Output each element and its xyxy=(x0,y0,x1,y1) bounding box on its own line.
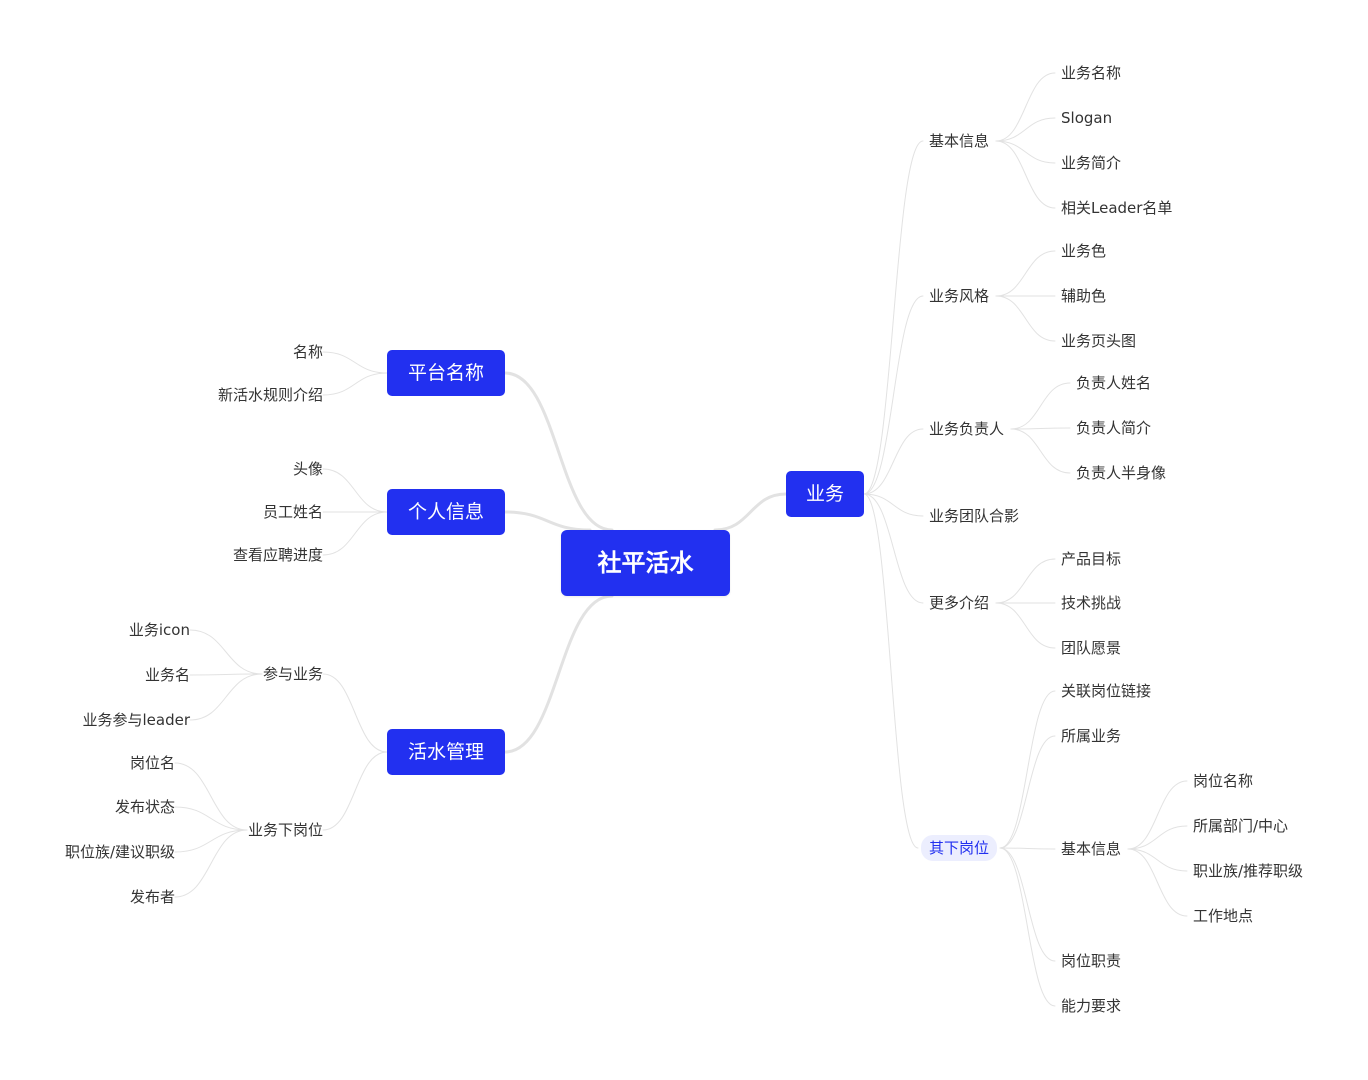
link-more-leaf-2 xyxy=(995,602,1056,649)
sub-team-photo[interactable]: 业务团队合影 xyxy=(929,507,1020,525)
sub-business-positions[interactable]: 业务下岗位 xyxy=(247,821,323,839)
leaf-header-image[interactable]: 业务页头图 xyxy=(1061,332,1137,350)
leaf-business-name[interactable]: 业务名 xyxy=(144,666,190,684)
sub-positions-under[interactable]: 其下岗位 xyxy=(921,835,998,861)
leaf-owner-intro[interactable]: 负责人简介 xyxy=(1076,419,1152,437)
link-pos-basic-leaf-0 xyxy=(1127,780,1188,850)
link-manage-positions xyxy=(322,751,388,831)
leaf-team-vision[interactable]: 团队愿景 xyxy=(1061,639,1122,657)
leaf-owner-name[interactable]: 负责人姓名 xyxy=(1076,374,1152,392)
leaf-slogan[interactable]: Slogan xyxy=(1061,109,1113,127)
leaf-publisher[interactable]: 发布者 xyxy=(129,888,175,906)
link-personal-avatar xyxy=(322,468,388,513)
branch-huoshui-manage[interactable]: 活水管理 xyxy=(387,729,505,775)
leaf-rules-intro[interactable]: 新活水规则介绍 xyxy=(217,386,323,404)
link-platform-name xyxy=(322,351,388,374)
link-pos-publisher xyxy=(174,829,248,898)
leaf-owning-business[interactable]: 所属业务 xyxy=(1061,727,1122,745)
link-owner-leaf-0 xyxy=(1010,382,1071,430)
leaf-owner-photo[interactable]: 负责人半身像 xyxy=(1076,464,1167,482)
link-manage-joined xyxy=(322,673,388,753)
root-node[interactable]: 社平活水 xyxy=(561,530,730,596)
leaf-publish-status[interactable]: 发布状态 xyxy=(114,798,175,816)
link-platform-rules xyxy=(322,372,388,396)
link-root-personal xyxy=(503,510,592,532)
leaf-business-title[interactable]: 业务名称 xyxy=(1061,64,1122,82)
link-business-more xyxy=(863,493,924,604)
link-business-team xyxy=(863,493,924,517)
link-pos-basic-leaf-1 xyxy=(1127,825,1188,850)
link-style-leaf-2 xyxy=(995,295,1056,342)
link-root-business xyxy=(713,492,788,532)
link-business-style xyxy=(863,295,924,495)
link-positions-child-4 xyxy=(999,847,1056,1007)
link-basic-leaf-2 xyxy=(995,140,1056,164)
leaf-avatar[interactable]: 头像 xyxy=(292,460,323,478)
leaf-career-family-level[interactable]: 职业族/推荐职级 xyxy=(1193,862,1304,880)
branch-personal-info[interactable]: 个人信息 xyxy=(387,489,505,535)
leaf-business-leader[interactable]: 业务参与leader xyxy=(82,711,190,729)
link-positions-child-1 xyxy=(999,735,1056,849)
branch-business[interactable]: 业务 xyxy=(786,471,864,517)
link-joined-icon xyxy=(189,629,263,675)
link-positions-child-2 xyxy=(999,847,1056,850)
link-personal-progress xyxy=(322,511,388,556)
link-pos-basic-leaf-3 xyxy=(1127,848,1188,917)
leaf-business-icon[interactable]: 业务icon xyxy=(128,621,190,639)
leaf-application-progress[interactable]: 查看应聘进度 xyxy=(232,546,323,564)
sub-basic-info[interactable]: 基本信息 xyxy=(929,132,990,150)
leaf-work-location[interactable]: 工作地点 xyxy=(1193,907,1254,925)
leaf-ability-requirements[interactable]: 能力要求 xyxy=(1061,997,1122,1015)
leaf-position-name[interactable]: 岗位名 xyxy=(129,754,175,772)
leaf-secondary-color[interactable]: 辅助色 xyxy=(1061,287,1107,305)
leaf-tech-challenge[interactable]: 技术挑战 xyxy=(1061,594,1122,612)
link-positions-child-3 xyxy=(999,847,1056,962)
sub-more-intro[interactable]: 更多介绍 xyxy=(929,594,990,612)
leaf-leader-list[interactable]: 相关Leader名单 xyxy=(1061,199,1173,217)
leaf-job-duties[interactable]: 岗位职责 xyxy=(1061,952,1122,970)
link-basic-leaf-3 xyxy=(995,140,1056,209)
link-basic-leaf-1 xyxy=(995,117,1056,142)
link-pos-basic-leaf-2 xyxy=(1127,848,1188,872)
link-pos-status xyxy=(174,806,248,831)
link-joined-name xyxy=(189,673,263,676)
leaf-business-color[interactable]: 业务色 xyxy=(1061,242,1107,260)
link-owner-leaf-1 xyxy=(1010,427,1071,430)
leaf-business-intro[interactable]: 业务简介 xyxy=(1061,154,1122,172)
link-more-leaf-0 xyxy=(995,558,1056,604)
link-style-leaf-0 xyxy=(995,250,1056,297)
link-business-owner xyxy=(863,428,924,495)
link-root-platform xyxy=(503,371,614,532)
leaf-employee-name[interactable]: 员工姓名 xyxy=(262,503,323,521)
link-pos-name xyxy=(174,762,248,831)
branch-platform-name[interactable]: 平台名称 xyxy=(387,350,505,396)
link-basic-leaf-0 xyxy=(995,72,1056,142)
leaf-post-title[interactable]: 岗位名称 xyxy=(1193,772,1254,790)
sub-business-style[interactable]: 业务风格 xyxy=(929,287,990,305)
sub-business-owner[interactable]: 业务负责人 xyxy=(929,420,1005,438)
link-positions-child-0 xyxy=(999,690,1056,849)
leaf-name[interactable]: 名称 xyxy=(292,343,323,361)
leaf-job-family-level[interactable]: 职位族/建议职级 xyxy=(64,843,175,861)
link-joined-leader xyxy=(189,673,263,721)
link-owner-leaf-2 xyxy=(1010,428,1071,474)
leaf-department-center[interactable]: 所属部门/中心 xyxy=(1193,817,1289,835)
leaf-product-goal[interactable]: 产品目标 xyxy=(1061,550,1122,568)
link-business-basic xyxy=(863,140,924,495)
leaf-related-position-link[interactable]: 关联岗位链接 xyxy=(1061,682,1152,700)
link-business-positions xyxy=(863,493,919,849)
sub-position-basic-info[interactable]: 基本信息 xyxy=(1061,840,1122,858)
sub-joined-business[interactable]: 参与业务 xyxy=(262,665,323,683)
link-root-manage xyxy=(503,594,614,754)
link-pos-family xyxy=(174,829,248,853)
